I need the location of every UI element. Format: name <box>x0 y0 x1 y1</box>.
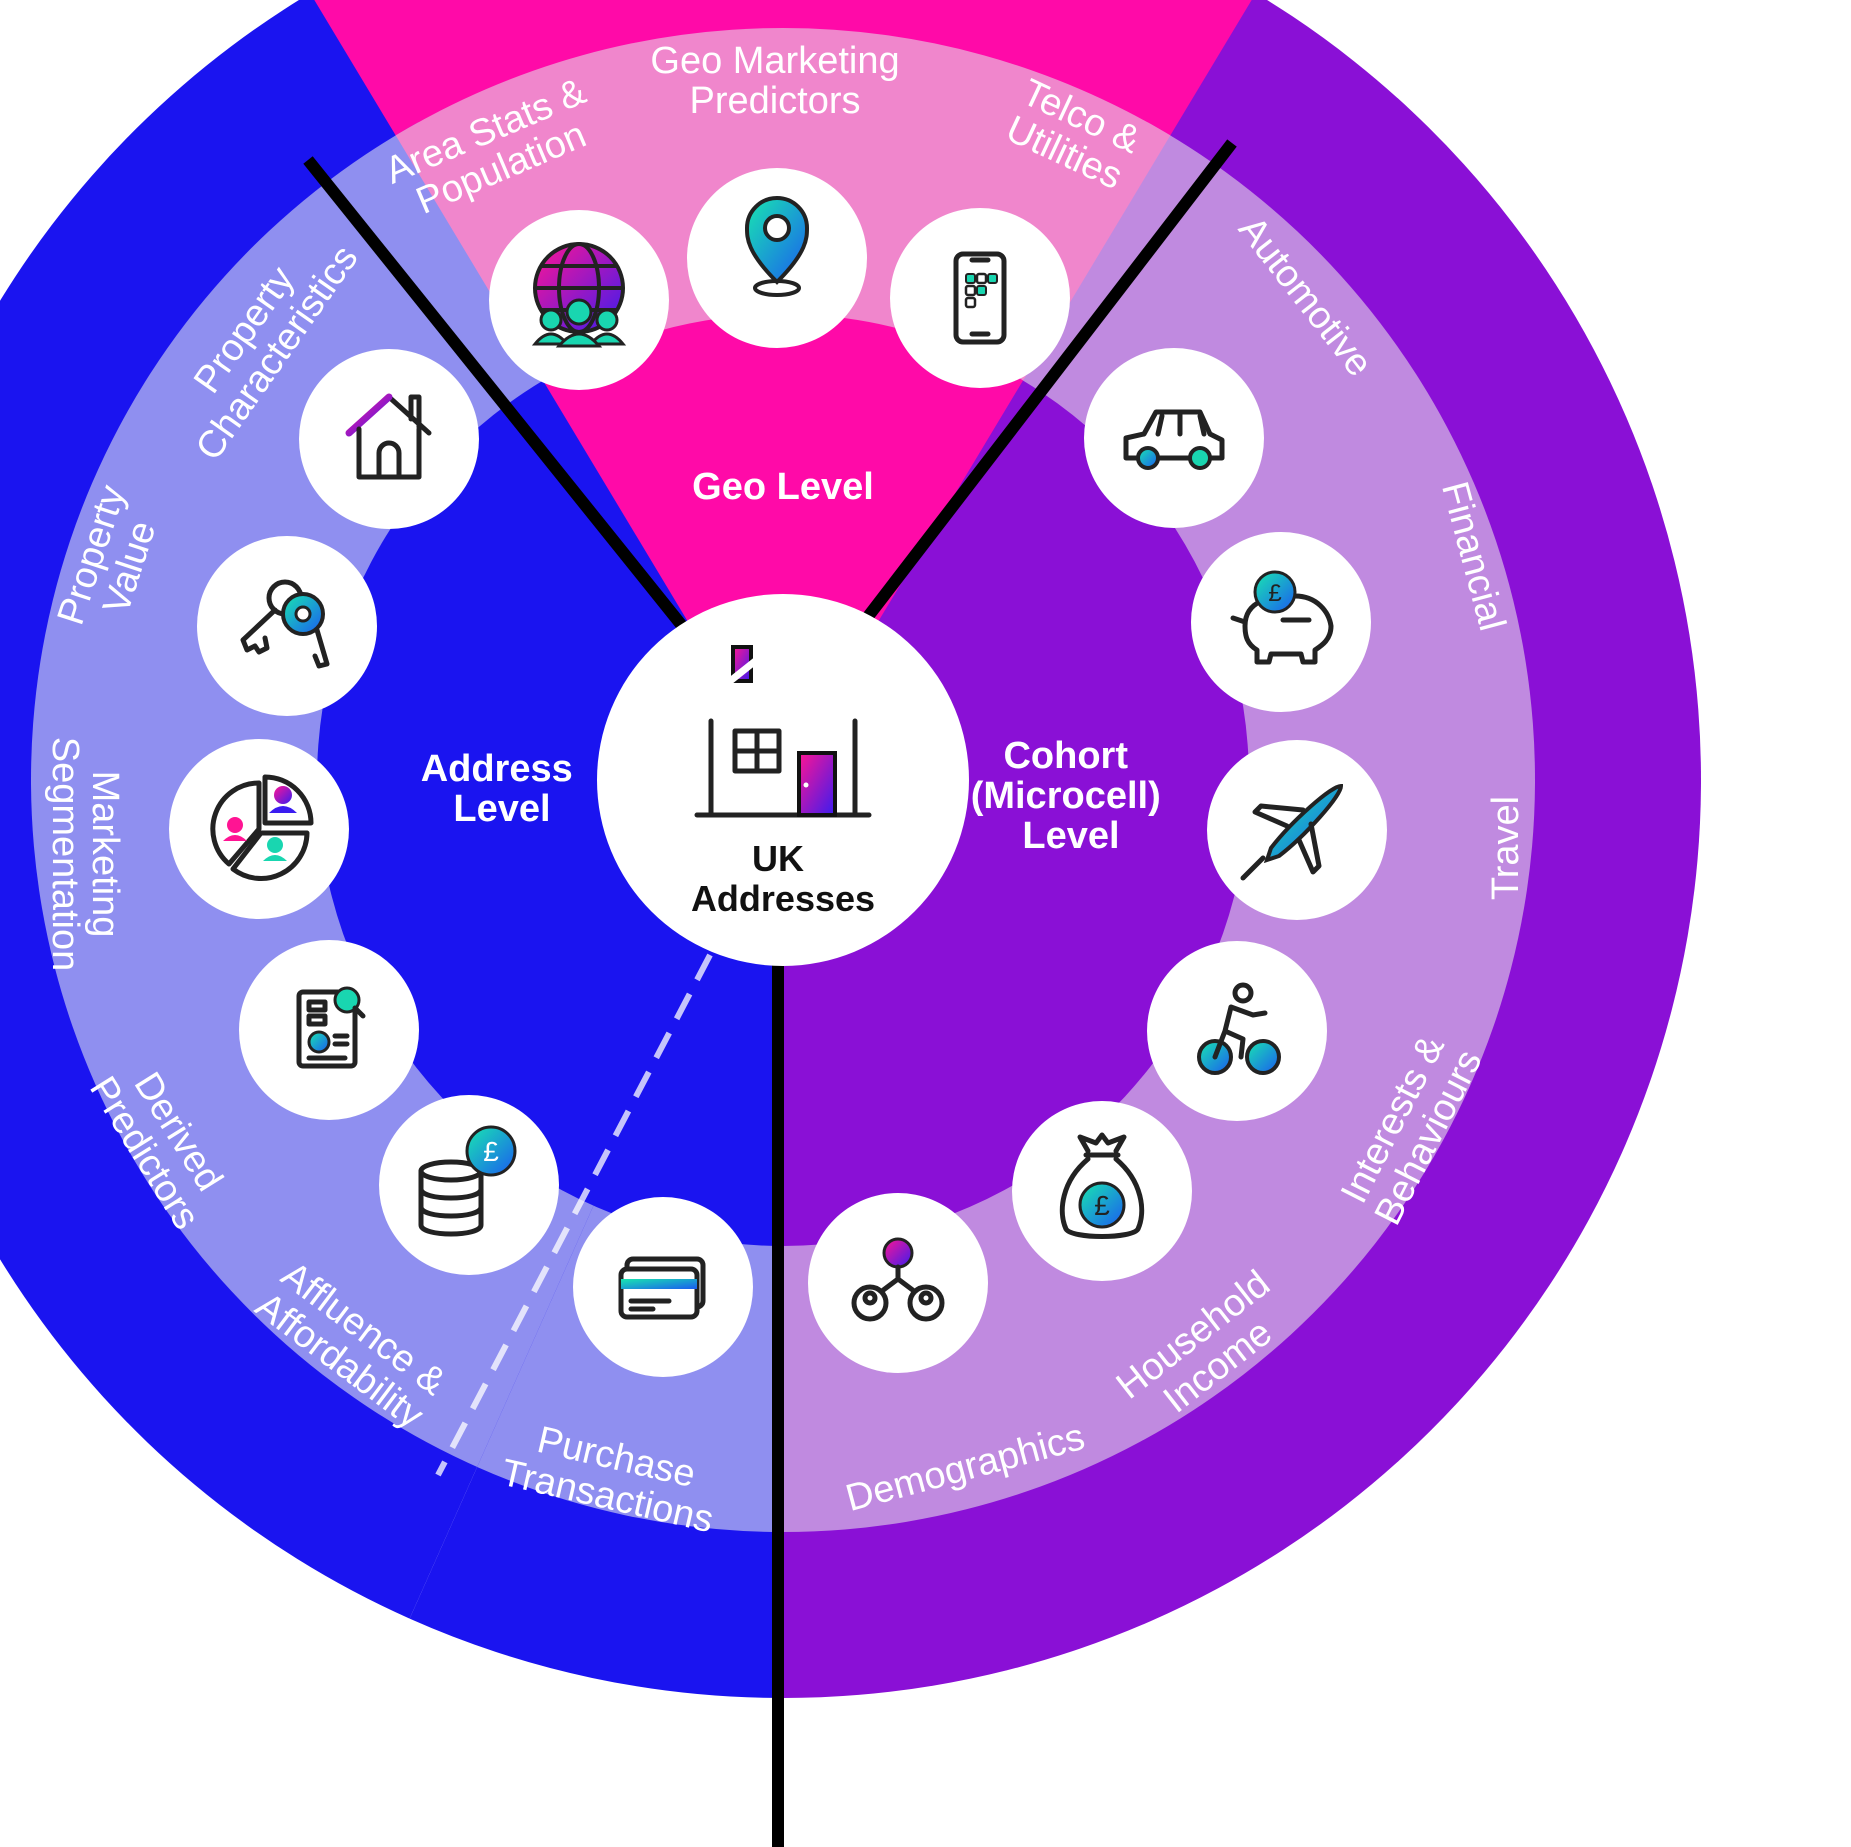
address-level-label: Address Level <box>421 748 584 830</box>
sector-dividers <box>303 139 1237 1847</box>
icon-circle <box>239 940 419 1120</box>
divider-geo-address <box>303 156 688 631</box>
divider-dashed-transactions <box>435 953 713 1477</box>
cohort-level-label: Cohort (Microcell) Level <box>971 735 1172 857</box>
cohort-sector-inner <box>783 372 1249 1246</box>
svg-text:£: £ <box>1268 580 1281 607</box>
cyclist-icon <box>1197 982 1281 1075</box>
icon-circle <box>808 1193 988 1373</box>
smartphone-icon <box>953 251 1007 345</box>
map-pin-icon <box>744 196 810 297</box>
icon-circle <box>1191 532 1371 712</box>
category-icons: £ £ £ <box>169 168 1387 1377</box>
address-sector-inner <box>317 372 783 1246</box>
house-outline-icon <box>345 393 432 480</box>
icon-circle <box>890 208 1070 388</box>
svg-text:£: £ <box>1094 1190 1110 1221</box>
piggy-bank-icon: £ <box>1230 570 1334 665</box>
geo-sector-inner <box>542 314 1024 780</box>
category-geo-marketing-predictors <box>687 168 867 348</box>
center-label: UK Addresses <box>691 838 875 919</box>
label-marketing-segmentation: MarketingSegmentation <box>44 737 126 972</box>
icon-circle <box>1147 941 1327 1121</box>
geo-level-label: Geo Level <box>692 466 874 508</box>
icon-circle <box>1084 348 1264 528</box>
category-interests-behaviours <box>1147 941 1327 1121</box>
center-hub: UK Addresses <box>597 594 969 966</box>
center-circle <box>597 594 969 966</box>
segmentation-pie-icon <box>210 774 314 881</box>
category-purchase-transactions <box>573 1197 753 1377</box>
category-travel <box>1207 740 1387 920</box>
icon-circle <box>379 1095 559 1275</box>
money-bag-icon: £ <box>1059 1132 1145 1239</box>
credit-cards-icon <box>618 1256 706 1320</box>
car-icon <box>1123 409 1225 470</box>
airplane-icon <box>1240 783 1344 881</box>
category-household-income: £ <box>1012 1101 1192 1281</box>
category-demographics <box>808 1193 988 1373</box>
report-analysis-icon <box>296 986 366 1069</box>
icon-circle <box>299 349 479 529</box>
category-property-characteristics <box>299 349 479 529</box>
category-marketing-segmentation <box>169 739 349 919</box>
category-affluence-affordability: £ <box>379 1095 559 1275</box>
coins-pound-icon: £ <box>418 1125 517 1237</box>
category-automotive <box>1084 348 1264 528</box>
category-derived-predictors <box>239 940 419 1120</box>
category-telco-utilities <box>890 208 1070 388</box>
category-property-value <box>197 536 377 716</box>
divider-geo-cohort <box>855 139 1237 631</box>
category-financial: £ <box>1191 532 1371 712</box>
keys-icon <box>240 579 330 669</box>
category-area-stats-population <box>489 210 669 390</box>
house-icon <box>691 635 875 818</box>
svg-text:£: £ <box>483 1136 499 1167</box>
people-network-icon <box>851 1237 945 1322</box>
label-travel: Travel <box>1485 796 1527 900</box>
globe-people-icon <box>531 242 627 348</box>
inner-ring <box>317 314 1249 1246</box>
